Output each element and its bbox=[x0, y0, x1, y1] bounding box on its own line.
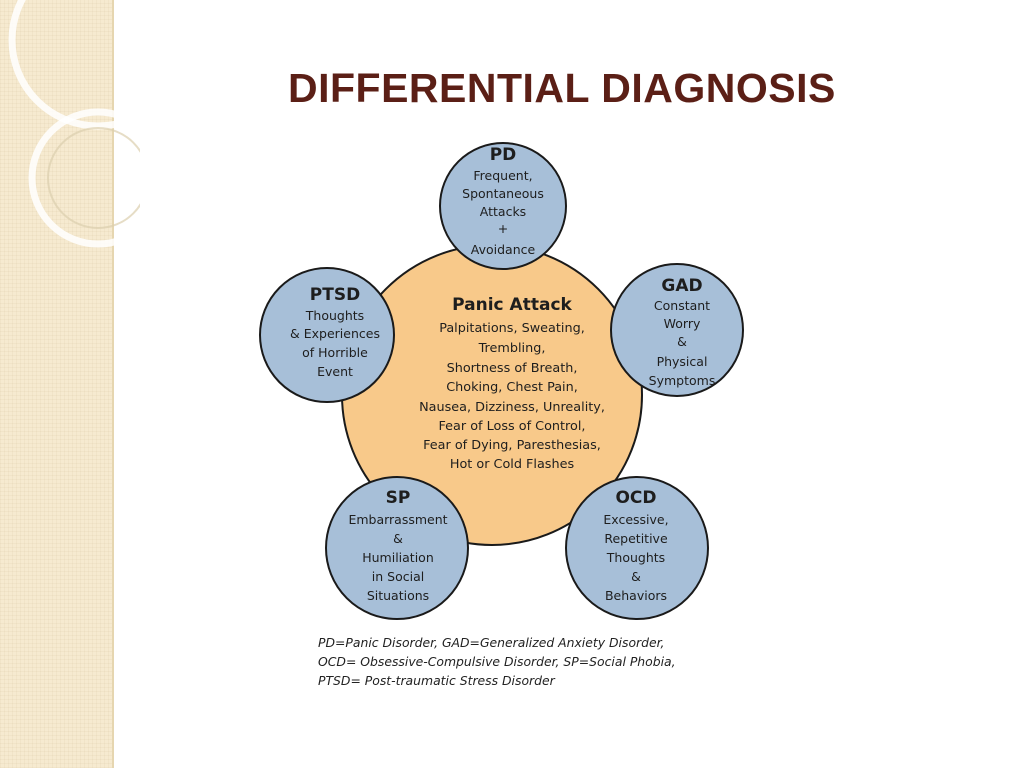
legend-line: PD=Panic Disorder, GAD=Generalized Anxie… bbox=[318, 635, 665, 650]
node-line: Behaviors bbox=[605, 588, 667, 603]
node-line: Frequent, bbox=[473, 168, 532, 183]
node-line: Spontaneous bbox=[462, 186, 544, 201]
node-ptsd: PTSD Thoughts & Experiences of Horrible … bbox=[259, 267, 395, 403]
center-line: Hot or Cold Flashes bbox=[450, 457, 575, 472]
center-line: Choking, Chest Pain, bbox=[446, 380, 578, 395]
node-line: Embarrassment bbox=[348, 512, 447, 527]
node-line: Situations bbox=[367, 588, 429, 603]
node-line: + bbox=[498, 221, 508, 236]
node-line: Event bbox=[317, 364, 353, 379]
node-line: Symptoms bbox=[649, 373, 716, 388]
node-line: Thoughts bbox=[606, 550, 665, 565]
node-heading: OCD bbox=[615, 488, 656, 508]
center-lines: Palpitations, Sweating, Trembling, Short… bbox=[419, 321, 605, 472]
node-line: Attacks bbox=[480, 204, 526, 219]
node-line: & bbox=[393, 531, 403, 546]
node-line: Avoidance bbox=[471, 242, 536, 257]
node-line: Humiliation bbox=[362, 550, 434, 565]
node-heading: PTSD bbox=[310, 285, 360, 305]
center-line: Shortness of Breath, bbox=[447, 361, 578, 376]
legend-line: PTSD= Post-traumatic Stress Disorder bbox=[318, 673, 555, 688]
center-line: Nausea, Dizziness, Unreality, bbox=[419, 400, 605, 415]
abbreviation-legend: PD=Panic Disorder, GAD=Generalized Anxie… bbox=[318, 633, 676, 690]
center-heading: Panic Attack bbox=[452, 295, 572, 315]
node-line: Thoughts bbox=[305, 308, 364, 323]
node-line: & bbox=[677, 334, 687, 349]
node-heading: SP bbox=[386, 488, 411, 508]
node-line: Constant bbox=[654, 298, 710, 313]
node-gad: GAD Constant Worry & Physical Symptoms bbox=[610, 263, 744, 397]
center-line: Palpitations, Sweating, bbox=[439, 321, 585, 336]
center-line: Fear of Loss of Control, bbox=[439, 419, 586, 434]
node-sp: SP Embarrassment & Humiliation in Social… bbox=[325, 476, 469, 620]
node-line: Physical bbox=[657, 354, 708, 369]
decorative-rings-icon bbox=[8, 0, 140, 248]
node-pd: PD Frequent, Spontaneous Attacks + Avoid… bbox=[439, 142, 567, 270]
node-heading: PD bbox=[490, 145, 517, 165]
node-heading: GAD bbox=[661, 276, 702, 296]
legend-line: OCD= Obsessive-Compulsive Disorder, SP=S… bbox=[318, 654, 676, 669]
node-line: & bbox=[631, 569, 641, 584]
slide-title: DIFFERENTIAL DIAGNOSIS bbox=[288, 65, 836, 112]
node-line: Repetitive bbox=[604, 531, 668, 546]
node-line: of Horrible bbox=[302, 345, 368, 360]
node-line: Excessive, bbox=[603, 512, 668, 527]
center-line: Trembling, bbox=[478, 341, 546, 356]
node-line: in Social bbox=[372, 569, 424, 584]
center-line: Fear of Dying, Paresthesias, bbox=[423, 438, 601, 453]
node-line: Worry bbox=[664, 316, 701, 331]
node-line: & Experiences bbox=[290, 326, 380, 341]
node-ocd: OCD Excessive, Repetitive Thoughts & Beh… bbox=[565, 476, 709, 620]
